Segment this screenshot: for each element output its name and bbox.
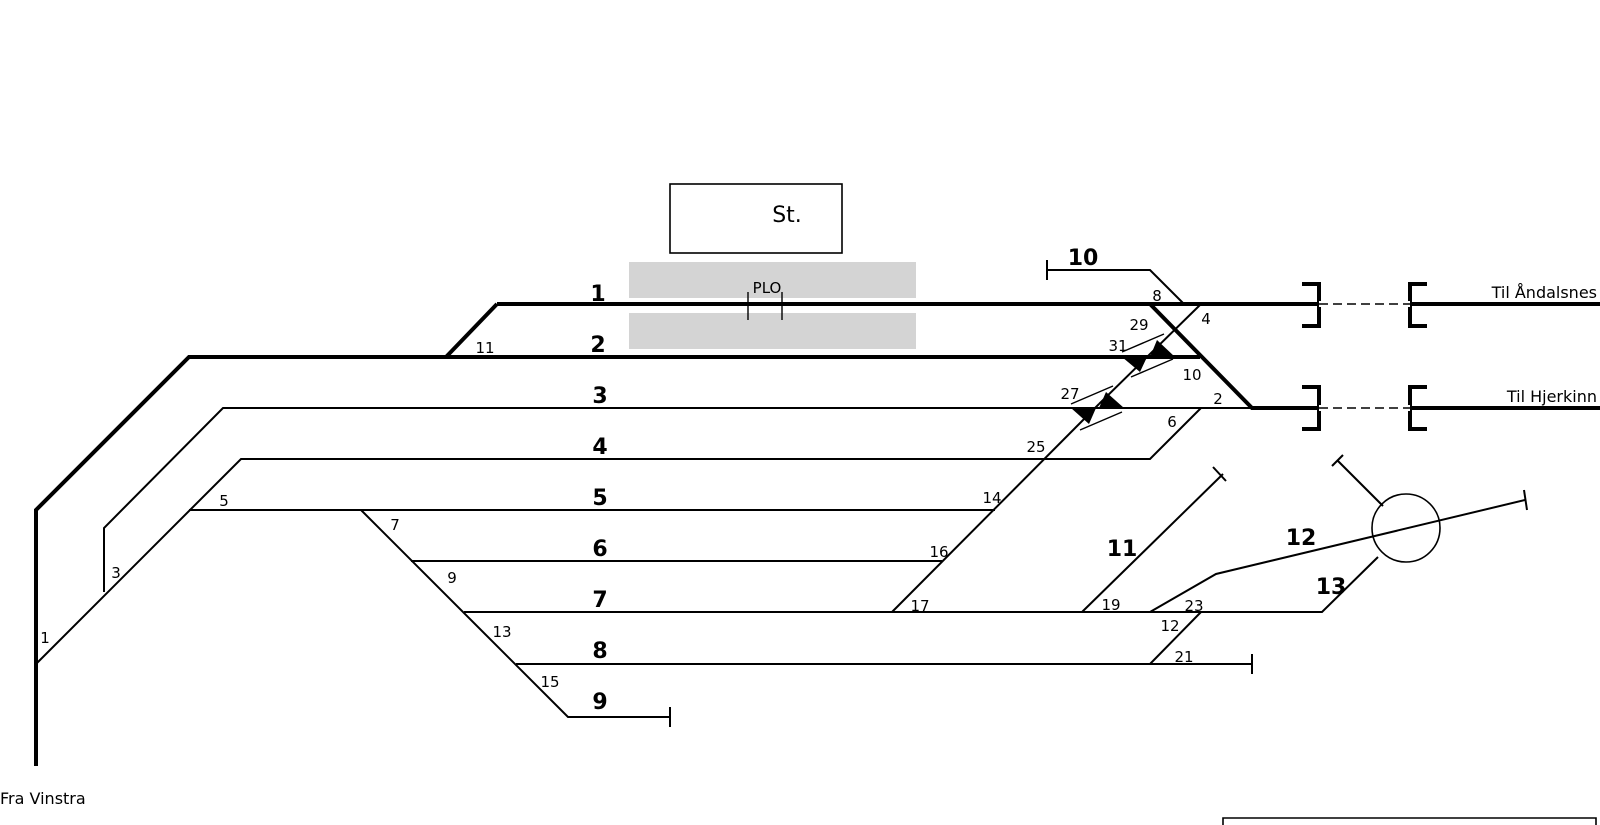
switch-number: 4 xyxy=(1201,310,1211,328)
switch-number: 8 xyxy=(1152,287,1162,305)
switch-number: 9 xyxy=(447,569,457,587)
switch-number: 16 xyxy=(929,543,948,561)
track-7 xyxy=(464,556,1379,613)
station-building-label: St. xyxy=(772,203,802,228)
switch-21-diagonal xyxy=(1149,611,1202,665)
track-10 xyxy=(1047,269,1185,305)
track-3 xyxy=(103,407,1252,592)
platform-lower xyxy=(629,313,916,349)
platform-marker xyxy=(747,292,783,320)
platform-upper xyxy=(629,262,916,298)
track-number: 2 xyxy=(590,333,605,358)
switch-number: 31 xyxy=(1108,337,1127,355)
switch-number: 25 xyxy=(1026,438,1045,456)
switch-number: 27 xyxy=(1060,385,1079,403)
track-11 xyxy=(1081,473,1224,613)
track-number: 13 xyxy=(1316,575,1347,600)
switch-number: 14 xyxy=(982,489,1001,507)
switch-number: 11 xyxy=(475,339,494,357)
switch-number: 12 xyxy=(1160,617,1179,635)
switch-number: 21 xyxy=(1174,648,1193,666)
double-slip-25-27 xyxy=(1070,385,1124,431)
direction-andalsnes: Til Åndalsnes xyxy=(1491,283,1597,302)
track-number: 3 xyxy=(592,384,607,409)
turntable-spur xyxy=(1336,459,1384,507)
track-number: 10 xyxy=(1068,246,1099,271)
track-12 xyxy=(1149,499,1526,613)
switch-number: 7 xyxy=(390,516,400,534)
track-number: 6 xyxy=(592,537,607,562)
crossing-diagonal xyxy=(1098,303,1202,405)
platform-label: PLO xyxy=(753,279,782,297)
direction-hjerkinn: Til Hjerkinn xyxy=(1506,387,1597,406)
track-number: 1 xyxy=(590,282,605,307)
ladder-7-9-13-15 xyxy=(360,509,670,718)
line-boundary-andalsnes xyxy=(1302,282,1427,328)
track-number: 9 xyxy=(592,690,607,715)
switch-25-diagonal xyxy=(891,403,1100,613)
switch-number: 6 xyxy=(1167,413,1177,431)
main-line-track-2 xyxy=(34,355,1200,766)
turntable xyxy=(1371,493,1441,563)
switch-number: 2 xyxy=(1213,390,1223,408)
track-number: 8 xyxy=(592,639,607,664)
switch-number: 1 xyxy=(40,629,50,647)
track-4 xyxy=(35,407,1202,665)
track-number: 5 xyxy=(592,486,607,511)
switch-number: 23 xyxy=(1184,597,1203,615)
track-number: 4 xyxy=(592,435,607,460)
switch-number: 15 xyxy=(540,673,559,691)
station-building xyxy=(669,183,843,254)
track-12-end-stop xyxy=(1523,489,1528,511)
switch-number: 17 xyxy=(910,597,929,615)
switch-number: 29 xyxy=(1129,316,1148,334)
switch-11-crossover xyxy=(444,302,499,359)
track-number: 12 xyxy=(1286,526,1317,551)
track-11-end-stop xyxy=(1212,466,1227,482)
track-number: 11 xyxy=(1107,537,1138,562)
switch-number: 19 xyxy=(1101,596,1120,614)
double-slip-29-31 xyxy=(1121,333,1175,378)
switch-number: 3 xyxy=(111,564,121,582)
line-boundary-hjerkinn xyxy=(1302,385,1427,431)
switch-number: 13 xyxy=(492,623,511,641)
direction-vinstra: Fra Vinstra xyxy=(0,789,86,808)
turntable-spur-end-stop xyxy=(1331,454,1344,467)
track-number: 7 xyxy=(592,588,607,613)
switch-number: 5 xyxy=(219,492,229,510)
switch-number: 10 xyxy=(1182,366,1201,384)
legend-box xyxy=(1222,817,1597,825)
